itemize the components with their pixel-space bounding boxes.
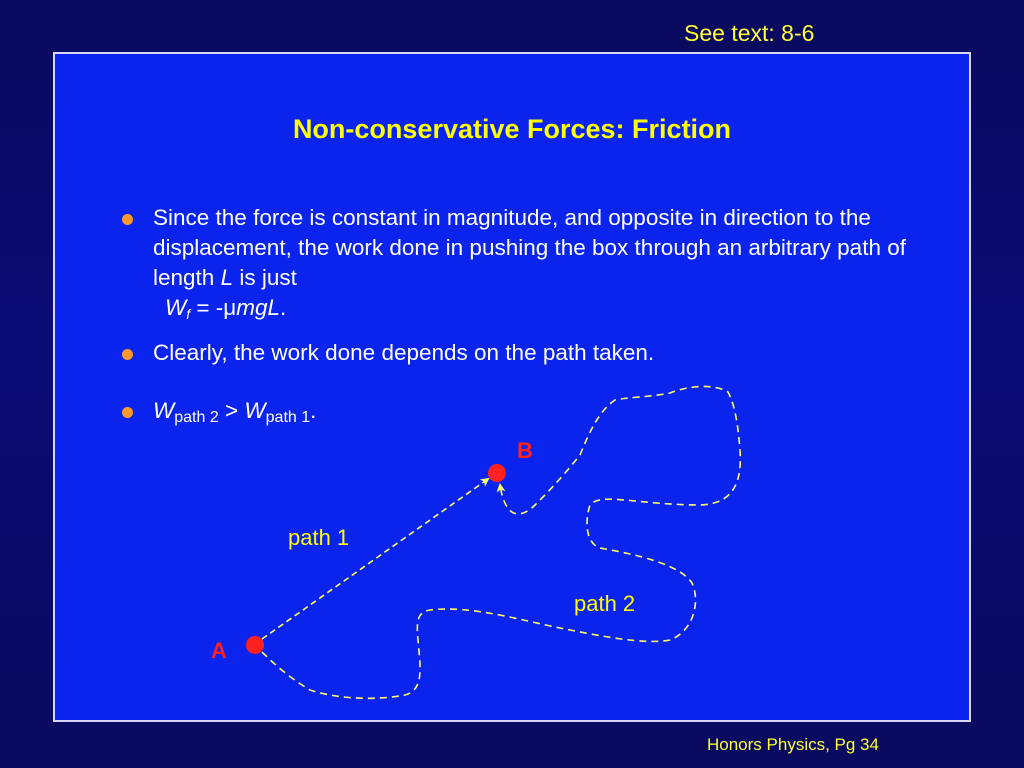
- bullet-list: Since the force is constant in magnitude…: [122, 203, 912, 433]
- bullet-text-tail: is just: [233, 265, 297, 290]
- footer-label: Honors Physics, Pg 34: [707, 735, 879, 754]
- formula-equals: = -: [190, 295, 224, 320]
- work-path1-subscript: path 1: [265, 409, 311, 426]
- point-a-marker: [246, 636, 264, 654]
- formula-mu: μ: [223, 295, 237, 320]
- formula-mgl: mgL: [236, 295, 281, 320]
- work-path2-symbol: W: [153, 398, 175, 423]
- formula-w: W: [165, 295, 187, 320]
- bullet-item-friction-work: Since the force is constant in magnitude…: [122, 203, 912, 329]
- slide-ref: See text: 8-6: [684, 20, 815, 46]
- point-b-marker: [488, 464, 506, 482]
- path2-line: [261, 385, 742, 700]
- point-a-label: A: [211, 638, 227, 663]
- bullet-dot-icon: [122, 349, 133, 360]
- formula-w-subscript: f: [186, 306, 191, 322]
- formula-period: .: [280, 295, 287, 320]
- comparison-period: .: [310, 398, 317, 423]
- length-variable: L: [220, 265, 234, 290]
- point-b-label: B: [517, 438, 533, 463]
- path1-line: [261, 477, 490, 640]
- bullet-dot-icon: [122, 407, 133, 418]
- path1-label: path 1: [288, 525, 349, 550]
- bullet-text: Clearly, the work done depends on the pa…: [153, 340, 655, 365]
- path2-label: path 2: [574, 591, 635, 616]
- friction-work-formula: Wf = -μmgL.: [153, 293, 912, 329]
- slide-title: Non-conservative Forces: Friction: [292, 114, 732, 144]
- greater-than: >: [218, 398, 245, 423]
- bullet-text: Since the force is constant in magnitude…: [153, 205, 906, 290]
- work-path1-symbol: W: [244, 398, 266, 423]
- bullet-dot-icon: [122, 214, 133, 225]
- work-path2-subscript: path 2: [174, 409, 219, 426]
- content-panel: [53, 52, 971, 722]
- bullet-item-path-dependence: Clearly, the work done depends on the pa…: [122, 338, 912, 368]
- bullet-item-work-comparison: Wpath 2 > Wpath 1.: [122, 396, 912, 433]
